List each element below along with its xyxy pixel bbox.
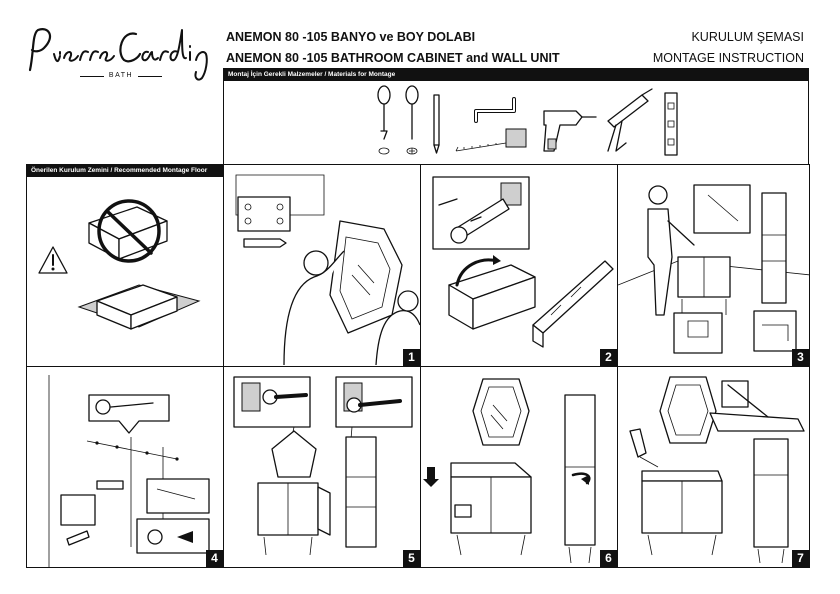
pencil-icon [433, 94, 440, 154]
step-2-illustration [432, 176, 614, 348]
step-number: 7 [792, 550, 809, 567]
title-turkish: ANEMON 80 -105 BANYO ve BOY DOLABI [226, 30, 476, 44]
title-english: ANEMON 80 -105 BATHROOM CABINET and WALL… [226, 51, 560, 65]
warning-triangle-icon [38, 246, 68, 274]
step-4-panel: 4 [26, 366, 224, 568]
screwdriver-phillips-icon [405, 85, 419, 155]
allen-key-icon [474, 97, 516, 123]
pierre-cardin-logo-script [28, 28, 208, 81]
silicone-gun-icon [607, 88, 653, 152]
step-3-panel: 3 [617, 164, 810, 367]
drill-icon [543, 110, 597, 152]
materials-panel: Montaj İçin Gerekli Malzemeler / Materia… [223, 68, 809, 165]
step-7-illustration [629, 376, 805, 564]
tools-illustration [377, 85, 678, 156]
recommended-floor-panel: Önerilen Kurulum Zemini / Recommended Mo… [26, 164, 224, 367]
step-number: 6 [600, 550, 617, 567]
step-number: 1 [403, 349, 420, 366]
logo-subtitle: BATH [76, 72, 166, 79]
floor-label: Önerilen Kurulum Zemini / Recommended Mo… [27, 165, 223, 177]
step-number: 4 [206, 550, 223, 567]
step-6-panel: 6 [420, 366, 618, 568]
step-5-illustration [233, 376, 413, 556]
spirit-level-icon [664, 92, 678, 156]
step-3-illustration [618, 184, 809, 354]
step-number: 2 [600, 349, 617, 366]
step-2-panel: 2 [420, 164, 618, 367]
montage-label: MONTAGE INSTRUCTION [652, 51, 804, 65]
step-1-illustration [235, 174, 420, 366]
kurulum-label: KURULUM ŞEMASI [691, 30, 804, 44]
step-7-panel: 7 [617, 366, 810, 568]
materials-label: Montaj İçin Gerekli Malzemeler / Materia… [224, 69, 808, 81]
floor-illustration [38, 199, 201, 330]
step-6-illustration [423, 378, 596, 564]
screwdriver-flat-icon [377, 85, 391, 155]
step-number: 3 [792, 349, 809, 366]
wrong-floor-illustration [88, 199, 168, 263]
step-1-panel: 1 [223, 164, 421, 367]
correct-floor-illustration [77, 284, 201, 330]
tape-measure-icon [455, 128, 527, 152]
step-5-panel: 5 [223, 366, 421, 568]
step-4-illustration [48, 375, 210, 567]
step-number: 5 [403, 550, 420, 567]
